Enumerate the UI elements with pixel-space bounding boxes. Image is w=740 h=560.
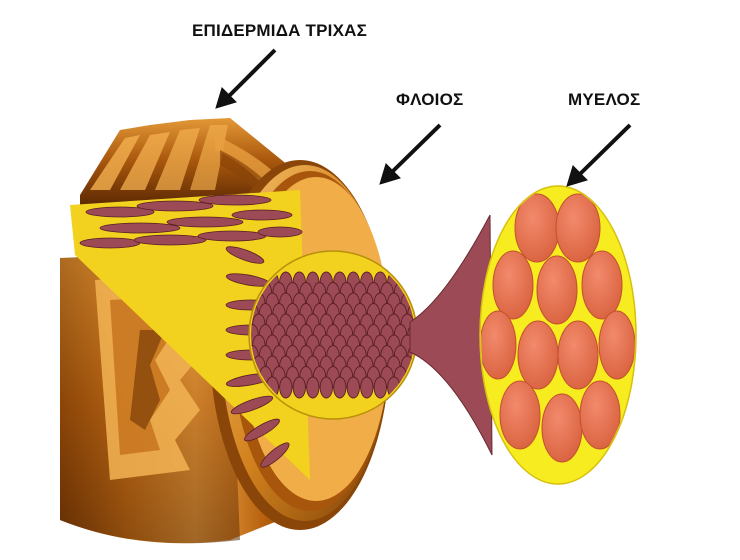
medulla-cell: [598, 310, 635, 380]
cortex-fiber: [279, 376, 293, 399]
medulla-cell: [541, 393, 583, 463]
cortex-fiber: [306, 376, 320, 399]
arrow-medulla-head: [566, 165, 588, 187]
medulla-cell: [579, 380, 621, 450]
medulla-connector: [409, 214, 493, 456]
cortex-fiber: [373, 376, 387, 399]
medulla-cell: [492, 250, 534, 320]
medulla-cell: [499, 380, 541, 450]
cortex-fiber: [360, 376, 374, 399]
medulla-cell: [581, 250, 623, 320]
cuticle-scales: [80, 118, 310, 212]
arrow-cortex-head: [379, 163, 401, 185]
arrow-medulla: [578, 123, 632, 176]
pointer-arrows: [215, 48, 632, 187]
arrow-epidermis-head: [215, 87, 237, 109]
medulla-cell: [536, 255, 578, 325]
label-hair-epidermis: ΕΠΙΔΕΡΜΙΔΑ ΤΡΙΧΑΣ: [192, 21, 368, 40]
cortex-fibers-side: [70, 190, 310, 480]
medulla-cell: [555, 193, 601, 263]
arrow-cortex: [390, 123, 442, 174]
cortex-fiber: [346, 376, 360, 399]
medulla-cell: [517, 320, 559, 390]
cortex-fiber: [333, 376, 347, 399]
label-cortex: ΦΛΟΙΟΣ: [396, 90, 464, 109]
label-medulla: ΜΥΕΛΟΣ: [568, 90, 641, 109]
cortex-fiber-bundle: [251, 271, 415, 399]
cortex-cross-section: [248, 250, 418, 420]
medulla-cell: [557, 320, 599, 390]
cortex-fiber: [292, 376, 306, 399]
medulla-cell: [481, 310, 517, 380]
medulla-cross-section: [479, 185, 637, 485]
arrow-epidermis: [226, 48, 277, 99]
cortex-fiber: [319, 376, 333, 399]
